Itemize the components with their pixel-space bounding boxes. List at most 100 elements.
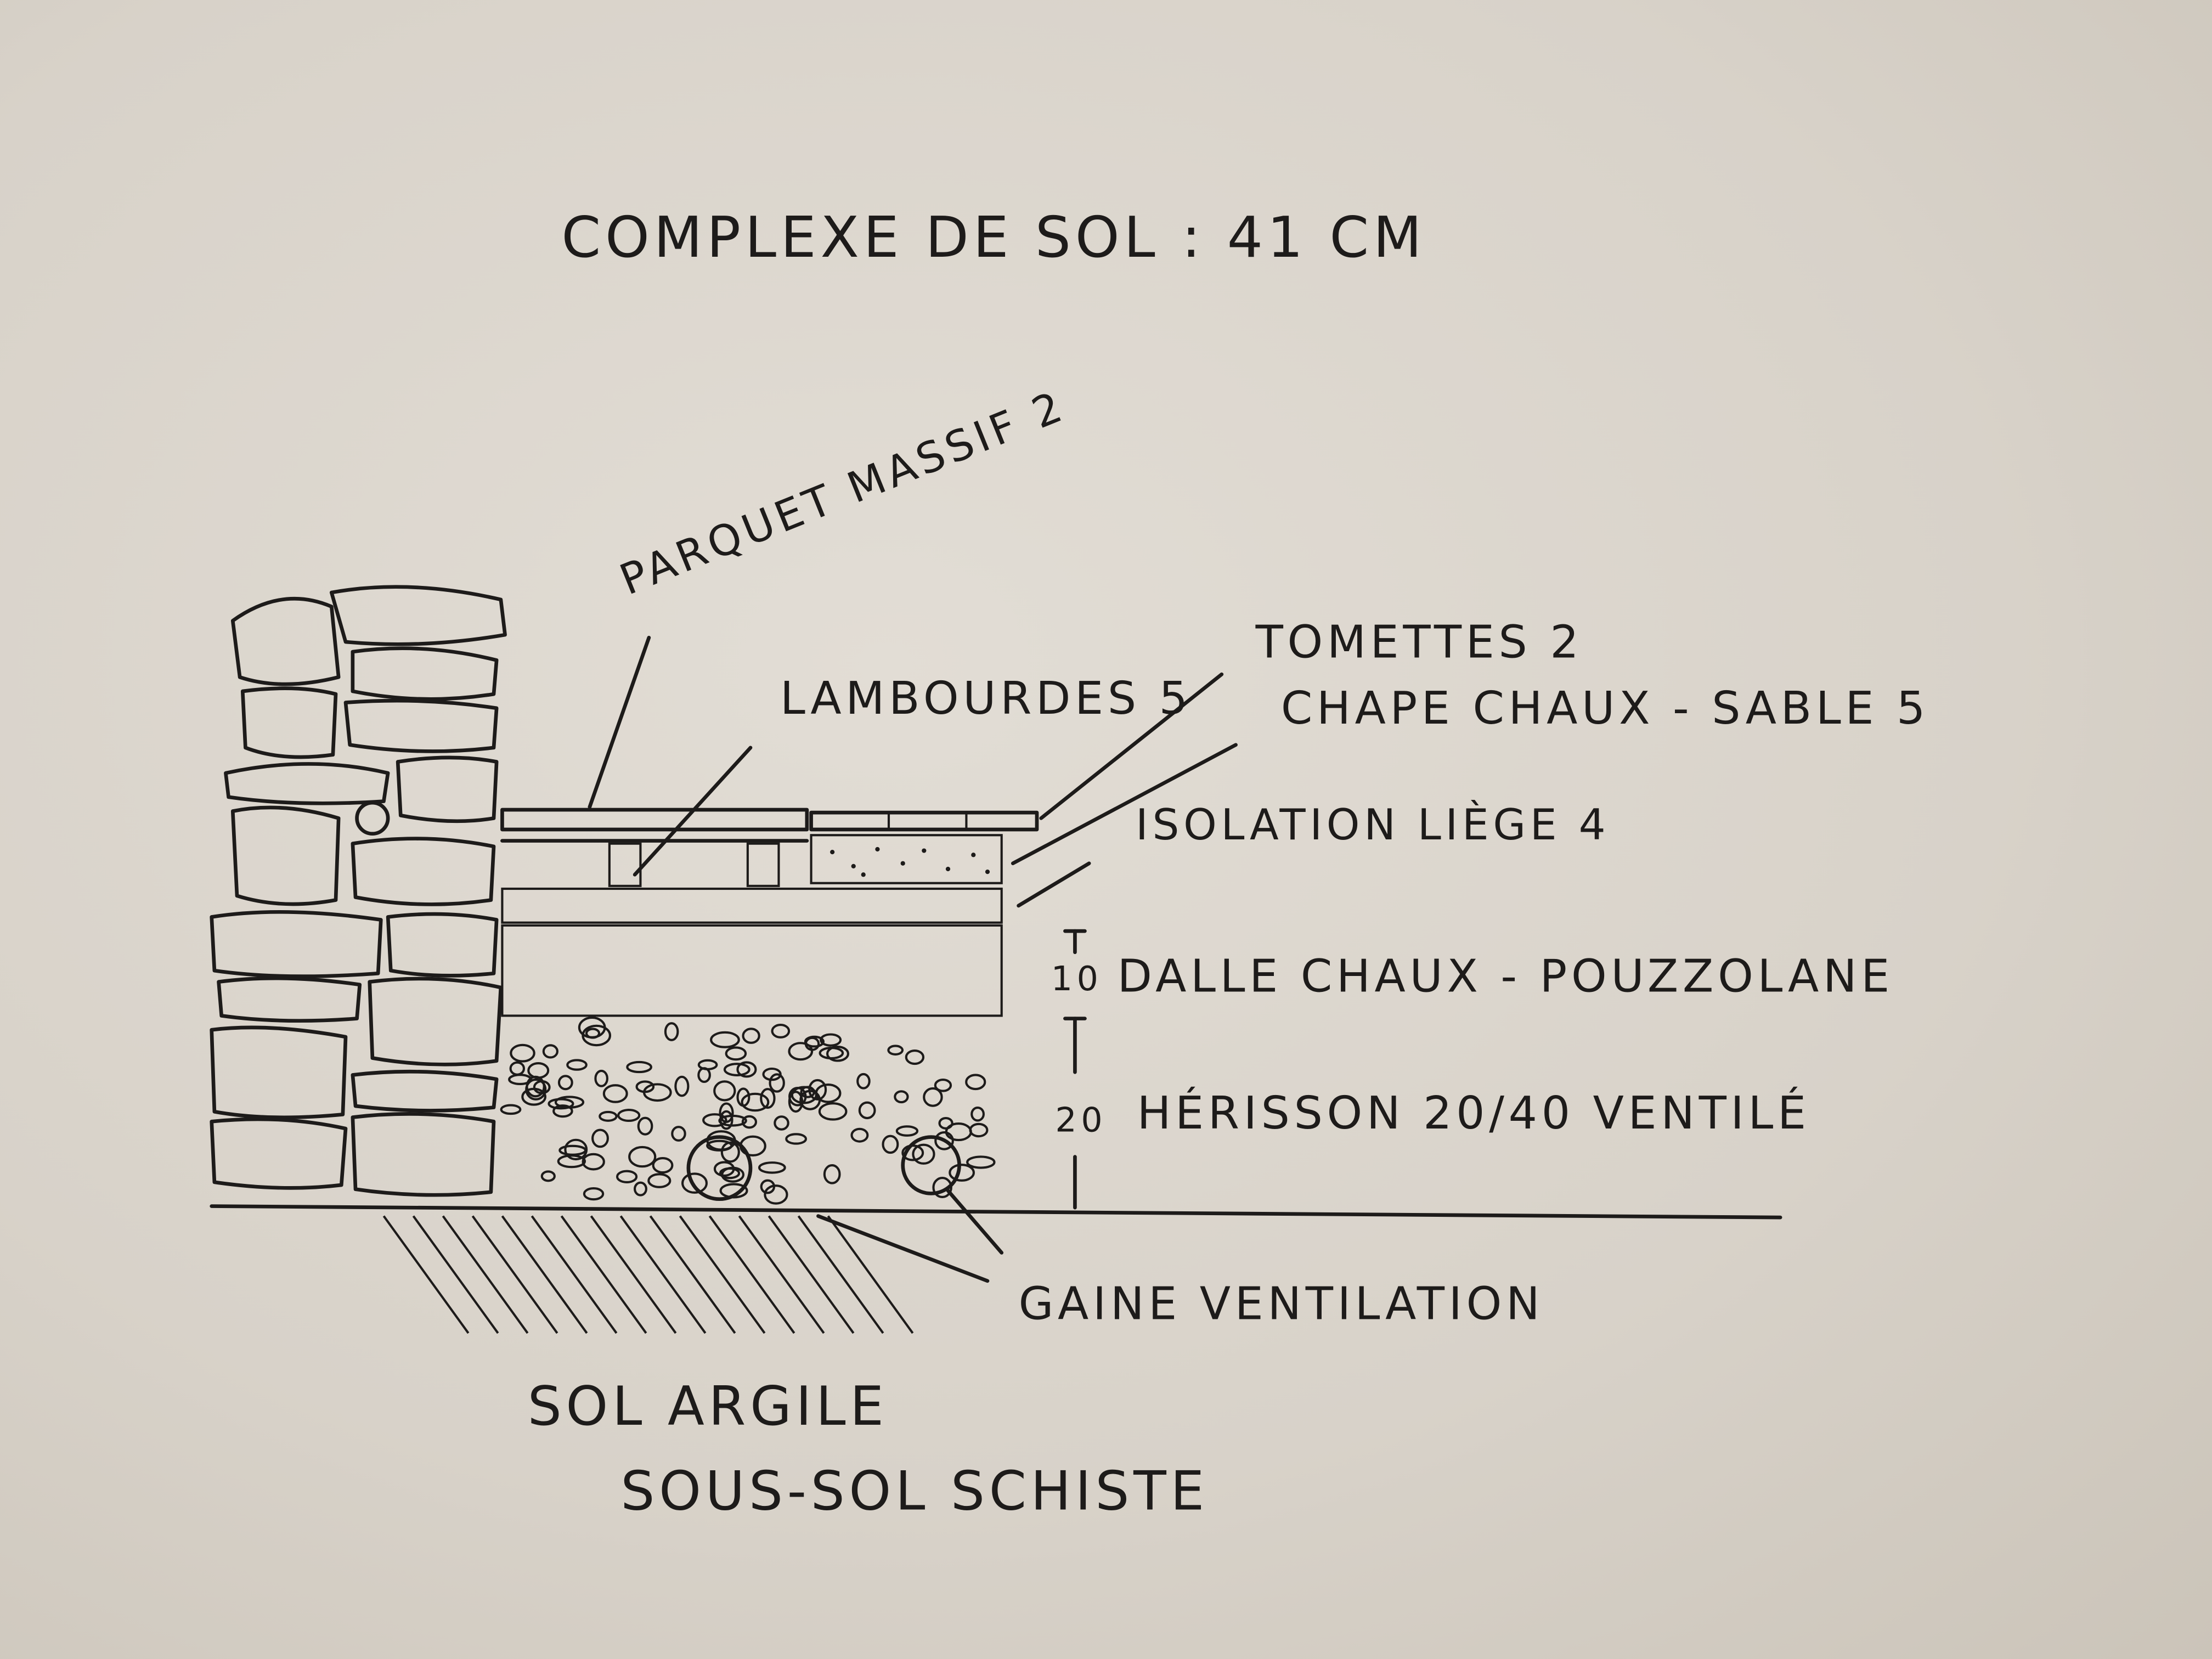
gravel-stone (643, 1083, 672, 1102)
gravel-stone (723, 1063, 751, 1076)
gravel-stone (508, 1074, 532, 1086)
soil-hatch-line (649, 1215, 736, 1334)
herisson-gravel-layer (500, 1016, 996, 1205)
gravel-stone (566, 1059, 588, 1071)
gravel-stone (500, 1104, 522, 1115)
dalle-thickness: 10 (1051, 959, 1103, 998)
gravel-stone (965, 1074, 986, 1091)
gravel-stone (578, 1016, 606, 1039)
parquet-layer (500, 808, 809, 887)
label-tomettes: TOMETTES 2 (1255, 616, 1583, 668)
gravel-stone (548, 1098, 574, 1110)
gravel-stone (808, 1079, 827, 1101)
gravel-stone (626, 1060, 652, 1074)
gravel-stone (760, 1179, 776, 1194)
gravel-stone (736, 1061, 757, 1078)
gravel-stone (542, 1044, 558, 1059)
gravel-stone (758, 1161, 786, 1174)
cork-insulation-layer (501, 887, 1003, 924)
label-isolation: ISOLATION LIÈGE 4 (1136, 800, 1610, 850)
gravel-stone (764, 1184, 788, 1205)
gravel-stone (826, 1045, 849, 1062)
gravel-stone (527, 1062, 550, 1079)
gravel-stone (706, 1139, 733, 1152)
gravel-stone (970, 1106, 985, 1122)
soil-hatch-line (679, 1215, 766, 1334)
gravel-stone (725, 1046, 747, 1061)
gravel-stone (741, 1115, 758, 1129)
gravel-stone (582, 1153, 605, 1171)
gravel-stone (697, 1067, 711, 1083)
lime-slab-layer (501, 924, 1003, 1017)
gravel-stone (628, 1146, 657, 1168)
soil-hatch-line (708, 1215, 795, 1334)
gravel-stone (945, 1122, 972, 1142)
soil-hatch-line (412, 1215, 499, 1334)
gravel-stone (702, 1113, 727, 1127)
gravel-stone (969, 1122, 989, 1138)
gravel-stone (637, 1116, 653, 1136)
gravel-stone (769, 1073, 785, 1093)
gravel-stone (719, 1167, 741, 1180)
gravel-stone (681, 1172, 708, 1194)
gravel-stone (887, 1045, 904, 1056)
gravel-stone (818, 1102, 848, 1121)
gravel-stone (664, 1022, 679, 1041)
soil-hatch-line (768, 1215, 855, 1334)
gravel-stone (564, 1138, 588, 1161)
gravel-stone (850, 1127, 869, 1143)
tomettes-chape-layer (809, 810, 1039, 884)
gravel-stone (934, 1131, 954, 1150)
soil-hatch-line (797, 1215, 884, 1334)
soil-hatch-line (590, 1215, 677, 1334)
gravel-stone (594, 1069, 608, 1087)
gravel-stone (674, 1075, 690, 1097)
label-gaine: GAINE VENTILATION (1019, 1278, 1544, 1330)
gravel-stone (858, 1101, 876, 1120)
soil-hatch-line (471, 1215, 558, 1334)
soil-hatch-line (501, 1215, 588, 1334)
gravel-stone (558, 1144, 587, 1156)
label-chape: CHAPE CHAUX - SABLE 5 (1281, 682, 1929, 735)
gravel-stone (923, 1087, 943, 1107)
gravel-stone (591, 1128, 609, 1148)
label-sol: SOL ARGILE (528, 1375, 888, 1438)
gravel-stone (799, 1090, 821, 1110)
gravel-stone (710, 1031, 740, 1048)
gravel-stone (882, 1135, 899, 1154)
gravel-stone (671, 1126, 686, 1142)
gravel-stone (713, 1080, 736, 1102)
gravel-stone (617, 1109, 641, 1122)
gravel-stone (788, 1091, 804, 1113)
leader-lines (588, 635, 1238, 1283)
gravel-stone (760, 1088, 776, 1109)
herisson-thickness: 20 (1055, 1100, 1107, 1139)
title: COMPLEXE DE SOL : 41 CM (561, 205, 1426, 270)
gravel-stone (741, 1092, 770, 1112)
gravel-stone (599, 1110, 618, 1122)
soil-hatch-line (442, 1215, 529, 1334)
label-lambourdes: LAMBOURDES 5 (780, 673, 1192, 725)
gravel-stone (912, 1143, 935, 1165)
gravel-stone (938, 1116, 953, 1130)
soil-hatch-line (531, 1215, 618, 1334)
gravel-stone (823, 1164, 841, 1184)
gravel-stone (895, 1125, 919, 1137)
gravel-stone (647, 1173, 672, 1188)
gravel-stone (934, 1079, 952, 1092)
gravel-stone (552, 1104, 573, 1118)
gravel-stone (742, 1028, 760, 1044)
gravel-stone (602, 1084, 628, 1103)
soil-hatch-line (382, 1215, 470, 1334)
gravel-stone (583, 1187, 605, 1201)
label-parquet: PARQUET MASSIF 2 (613, 381, 1073, 605)
gravel-stone (966, 1155, 996, 1169)
gravel-stone (557, 1075, 573, 1091)
label-dalle: DALLE CHAUX - POUZZOLANE (1118, 951, 1894, 1003)
gravel-stone (949, 1164, 975, 1182)
gravel-stone (540, 1170, 556, 1182)
gravel-stone (905, 1049, 925, 1065)
ground-line (210, 1204, 1782, 1220)
soil-hatch-line (560, 1215, 647, 1334)
soil-hatch-line (738, 1215, 825, 1334)
